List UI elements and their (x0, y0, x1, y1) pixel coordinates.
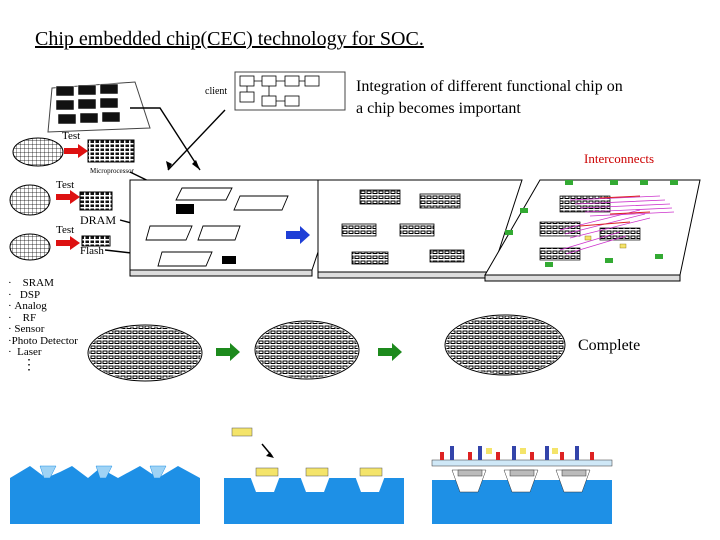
integration-note-line2: a chip becomes important (356, 100, 521, 117)
chip-array-stack (47, 81, 151, 133)
wafer-source (87, 324, 203, 382)
wafer-cavity (254, 320, 360, 380)
flash-chip (81, 235, 111, 247)
cross-section-placement (224, 427, 404, 524)
process-arrow-green (216, 343, 240, 361)
ellipsis: ⋮ (22, 357, 36, 373)
test-wafer-1 (12, 137, 64, 167)
test-label-2: Test (56, 179, 75, 191)
test-wafer-3 (9, 233, 51, 261)
integration-note-line1: Integration of different functional chip… (356, 78, 623, 95)
client-block-diagram (234, 71, 346, 111)
test-arrow (56, 144, 88, 250)
microprocessor-chip (87, 139, 135, 163)
component-list-item: · Sensor (8, 323, 45, 335)
cavity-substrate (129, 179, 343, 277)
dram-chip (79, 191, 113, 211)
component-list-item: · SRAM (8, 277, 54, 289)
page-title: Chip embedded chip(CEC) technology for S… (35, 28, 424, 50)
component-list: · SRAM · DSP · Analog · RF · Sensor ·Pho… (8, 277, 78, 373)
cross-section-cavity (10, 465, 200, 524)
flash-label: Flash (80, 245, 104, 257)
component-list-item: ·Photo Detector (8, 334, 78, 347)
cross-section-complete (431, 446, 613, 524)
microprocessor-label: Microprocessor (90, 167, 134, 175)
test-label-1: Test (62, 130, 81, 142)
interconnect-board (484, 179, 701, 282)
integration-note: Integration of different functional chip… (356, 76, 623, 120)
client-label: client (205, 86, 228, 97)
component-list-item: · DSP (8, 288, 41, 301)
dram-label: DRAM (80, 213, 117, 227)
process-arrow-green (378, 343, 402, 361)
interconnects-label: Interconnects (584, 151, 655, 166)
complete-label: Complete (578, 337, 641, 354)
component-list-item: · Analog (8, 300, 47, 312)
component-list-item: · RF (8, 311, 37, 324)
embedded-chip-substrate (317, 179, 523, 279)
component-list-item: · Laser (8, 346, 42, 358)
wafer-complete (444, 314, 566, 376)
test-wafer-2 (9, 184, 51, 216)
test-label-3: Test (56, 224, 75, 236)
